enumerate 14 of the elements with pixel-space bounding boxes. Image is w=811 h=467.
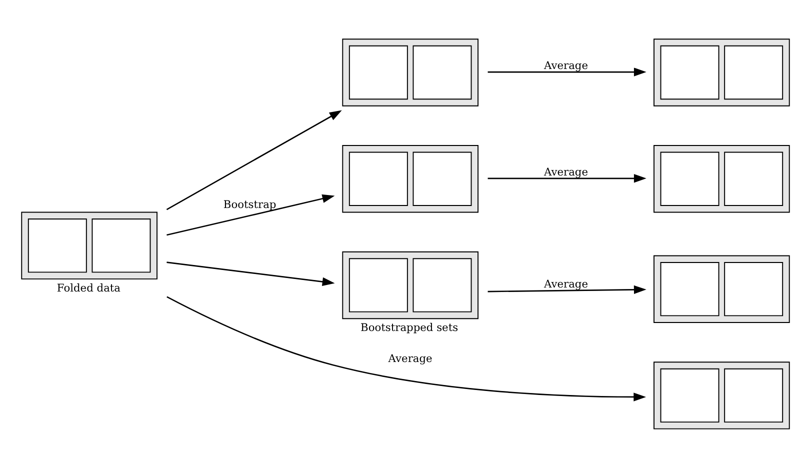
arrow: [488, 285, 646, 294]
edge-label: Average: [544, 277, 588, 290]
node-label: Bootstrapped sets: [360, 320, 458, 334]
arrow: [488, 174, 646, 183]
arrow: [166, 262, 335, 286]
arrow: [166, 194, 335, 236]
edge-label: Average: [388, 352, 432, 365]
edge-label: Bootstrap: [223, 198, 276, 212]
edge-label: Average: [544, 58, 588, 72]
arrow: [166, 110, 342, 210]
arrow: [166, 296, 646, 402]
edge-label: Average: [544, 165, 588, 178]
node-label: Folded data: [56, 281, 121, 294]
arrow: [488, 68, 646, 76]
